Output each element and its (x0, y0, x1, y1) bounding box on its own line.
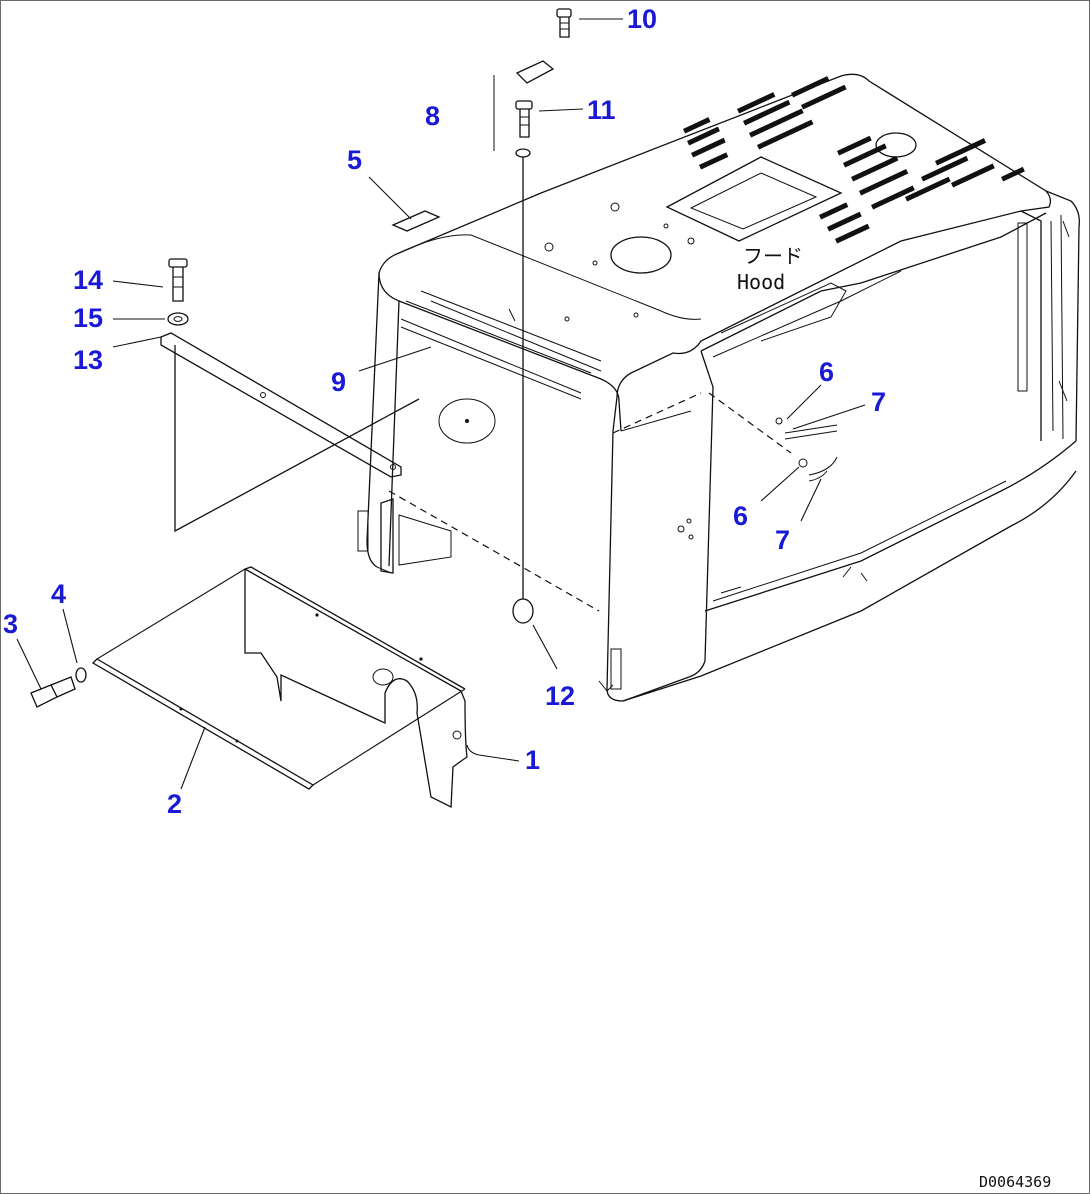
hood-top-surface (378, 73, 1052, 432)
part-2-bar (91, 658, 315, 790)
callout-6-lower: 6 (733, 501, 748, 531)
hood-top-opening (610, 236, 672, 274)
part-3-bolt (30, 676, 76, 708)
callout-2: 2 (167, 789, 182, 819)
hood-vent-grille (683, 76, 1025, 244)
access-cover-plate (665, 156, 843, 242)
part-5-plate (391, 210, 441, 232)
callout-7-lower: 7 (775, 525, 790, 555)
part-11-bolt (515, 100, 533, 138)
callout-1: 1 (525, 745, 540, 775)
leader-lines (16, 18, 866, 790)
part-8-rod (493, 60, 555, 599)
hood-label-english: Hood (737, 270, 785, 294)
part-15-washer (167, 312, 189, 326)
part-9-plate (160, 332, 420, 533)
callout-11: 11 (587, 95, 616, 125)
callout-13: 13 (73, 345, 103, 375)
callout-14: 14 (73, 265, 103, 295)
callout-5: 5 (347, 145, 362, 175)
part-10-bolt (556, 8, 572, 38)
drawing-id: D0064369 (979, 1173, 1051, 1191)
callouts: 1 2 3 4 5 6 6 7 7 8 9 10 11 12 13 14 15 (3, 4, 886, 819)
callout-8: 8 (425, 101, 440, 131)
part-14-bolt (168, 258, 188, 302)
hood-label-japanese: フード (743, 244, 803, 268)
hood-front-edge (378, 272, 622, 432)
callout-4: 4 (51, 579, 66, 609)
callout-7-upper: 7 (871, 387, 886, 417)
part-1-cover-plate (244, 566, 468, 809)
callout-9: 9 (331, 367, 346, 397)
callout-3: 3 (3, 609, 18, 639)
callout-6-upper: 6 (819, 357, 834, 387)
part-12-grommet (512, 598, 534, 624)
part-4-washer (75, 667, 87, 683)
hood-left-pillar (366, 272, 380, 568)
part-6-7-brackets (775, 417, 838, 482)
hood-assembly (357, 73, 1080, 702)
callout-12: 12 (545, 681, 575, 711)
hood-right-panel (606, 430, 624, 702)
callout-10: 10 (627, 4, 657, 34)
callout-15: 15 (73, 303, 103, 333)
